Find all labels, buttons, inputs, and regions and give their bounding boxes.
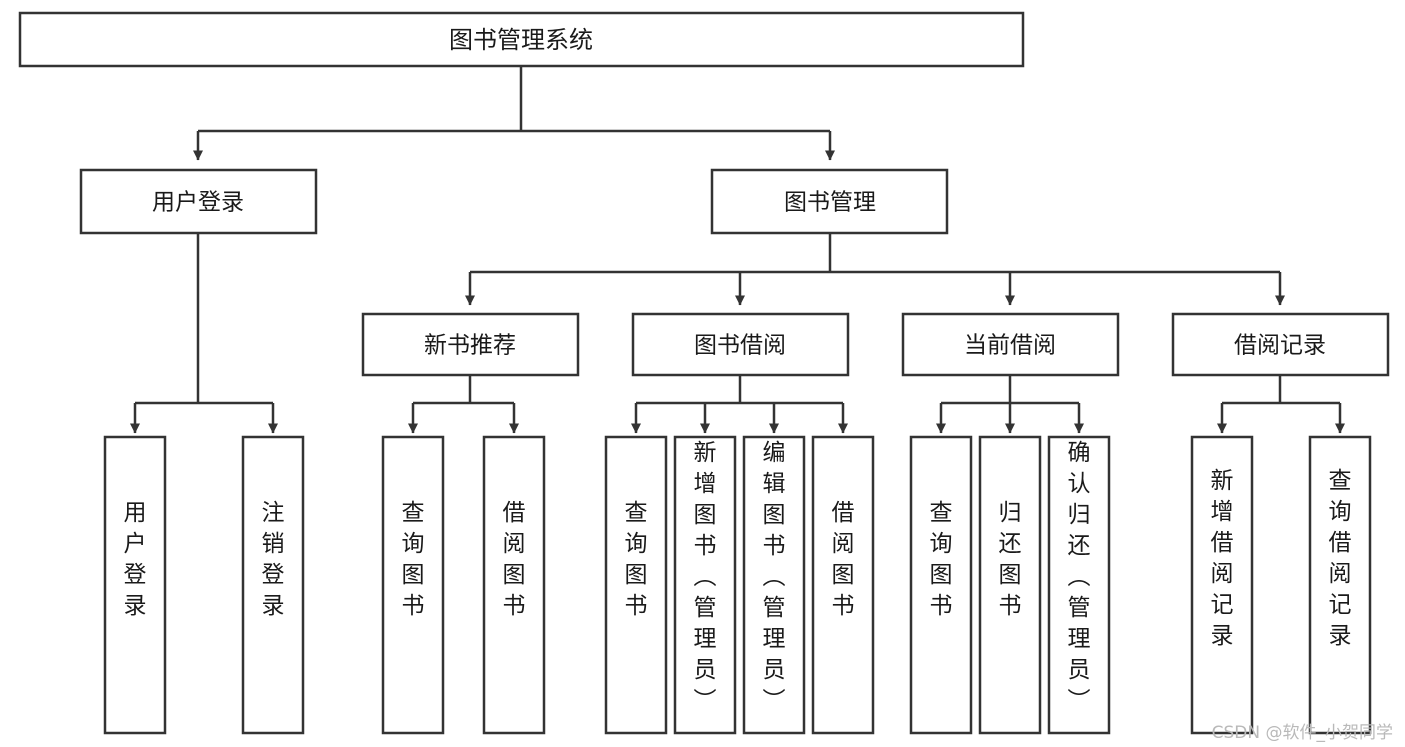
node-leaf-query-book-3[interactable]: 查询图书 <box>909 435 973 735</box>
node-leaf-add-borrow-record[interactable]: 新增借阅记录 <box>1190 435 1254 735</box>
node-leaf-logout-label: 注销登录 <box>262 500 285 619</box>
connector-root-to-level2 <box>193 66 835 161</box>
connector-bookmgmt-to-level3 <box>465 233 1285 306</box>
connector-currentborrow-to-leaves <box>936 375 1084 434</box>
node-leaf-borrow-book-2[interactable]: 借阅图书 <box>811 435 875 735</box>
node-current-borrow-label: 当前借阅 <box>964 333 1056 359</box>
node-leaf-borrow-book-1-label: 借阅图书 <box>503 500 526 619</box>
node-leaf-confirm-return-label: 确认归还︵管理员︶ <box>1068 440 1091 714</box>
node-leaf-logout[interactable]: 注销登录 <box>241 435 305 735</box>
node-leaf-query-book-2[interactable]: 查询图书 <box>604 435 668 735</box>
node-user-login[interactable]: 用户登录 <box>79 168 318 235</box>
node-current-borrow[interactable]: 当前借阅 <box>901 312 1120 377</box>
node-leaf-add-book-label: 新增图书︵管理员︶ <box>694 440 717 714</box>
node-leaf-user-login-label: 用户登录 <box>124 500 147 619</box>
node-borrow-record[interactable]: 借阅记录 <box>1171 312 1390 377</box>
node-leaf-return-book-label: 归还图书 <box>999 500 1022 619</box>
node-leaf-confirm-return[interactable]: 确认归还︵管理员︶ <box>1047 435 1111 735</box>
node-book-management-label: 图书管理 <box>784 190 876 216</box>
node-book-borrow-label: 图书借阅 <box>694 333 786 359</box>
node-user-login-label: 用户登录 <box>152 190 244 216</box>
node-leaf-user-login[interactable]: 用户登录 <box>103 435 167 735</box>
connector-borrowrecord-to-leaves <box>1217 375 1345 434</box>
node-borrow-record-label: 借阅记录 <box>1234 333 1326 359</box>
node-leaf-add-borrow-record-label: 新增借阅记录 <box>1211 468 1234 649</box>
node-leaf-add-book[interactable]: 新增图书︵管理员︶ <box>673 435 737 735</box>
node-leaf-query-book-2-label: 查询图书 <box>625 500 648 619</box>
connector-newbook-to-leaves <box>408 375 519 434</box>
node-leaf-query-borrow-record[interactable]: 查询借阅记录 <box>1308 435 1372 735</box>
node-leaf-query-book-1-label: 查询图书 <box>402 500 425 619</box>
node-leaf-edit-book-label: 编辑图书︵管理员︶ <box>763 440 786 714</box>
node-new-book-recommend-label: 新书推荐 <box>424 333 516 359</box>
connector-bookborrow-to-leaves <box>631 375 848 434</box>
node-leaf-borrow-book-1[interactable]: 借阅图书 <box>482 435 546 735</box>
node-new-book-recommend[interactable]: 新书推荐 <box>361 312 580 377</box>
node-leaf-borrow-book-2-label: 借阅图书 <box>832 500 855 619</box>
connector-userlogin-to-leaves <box>130 233 278 434</box>
node-root-label: 图书管理系统 <box>449 26 593 54</box>
node-leaf-query-book-3-label: 查询图书 <box>930 500 953 619</box>
node-book-borrow[interactable]: 图书借阅 <box>631 312 850 377</box>
node-root-system[interactable]: 图书管理系统 <box>18 11 1025 68</box>
node-leaf-return-book[interactable]: 归还图书 <box>978 435 1042 735</box>
node-leaf-query-book-1[interactable]: 查询图书 <box>381 435 445 735</box>
node-leaf-query-borrow-record-label: 查询借阅记录 <box>1329 468 1352 649</box>
node-leaf-edit-book[interactable]: 编辑图书︵管理员︶ <box>742 435 806 735</box>
node-book-management[interactable]: 图书管理 <box>710 168 949 235</box>
